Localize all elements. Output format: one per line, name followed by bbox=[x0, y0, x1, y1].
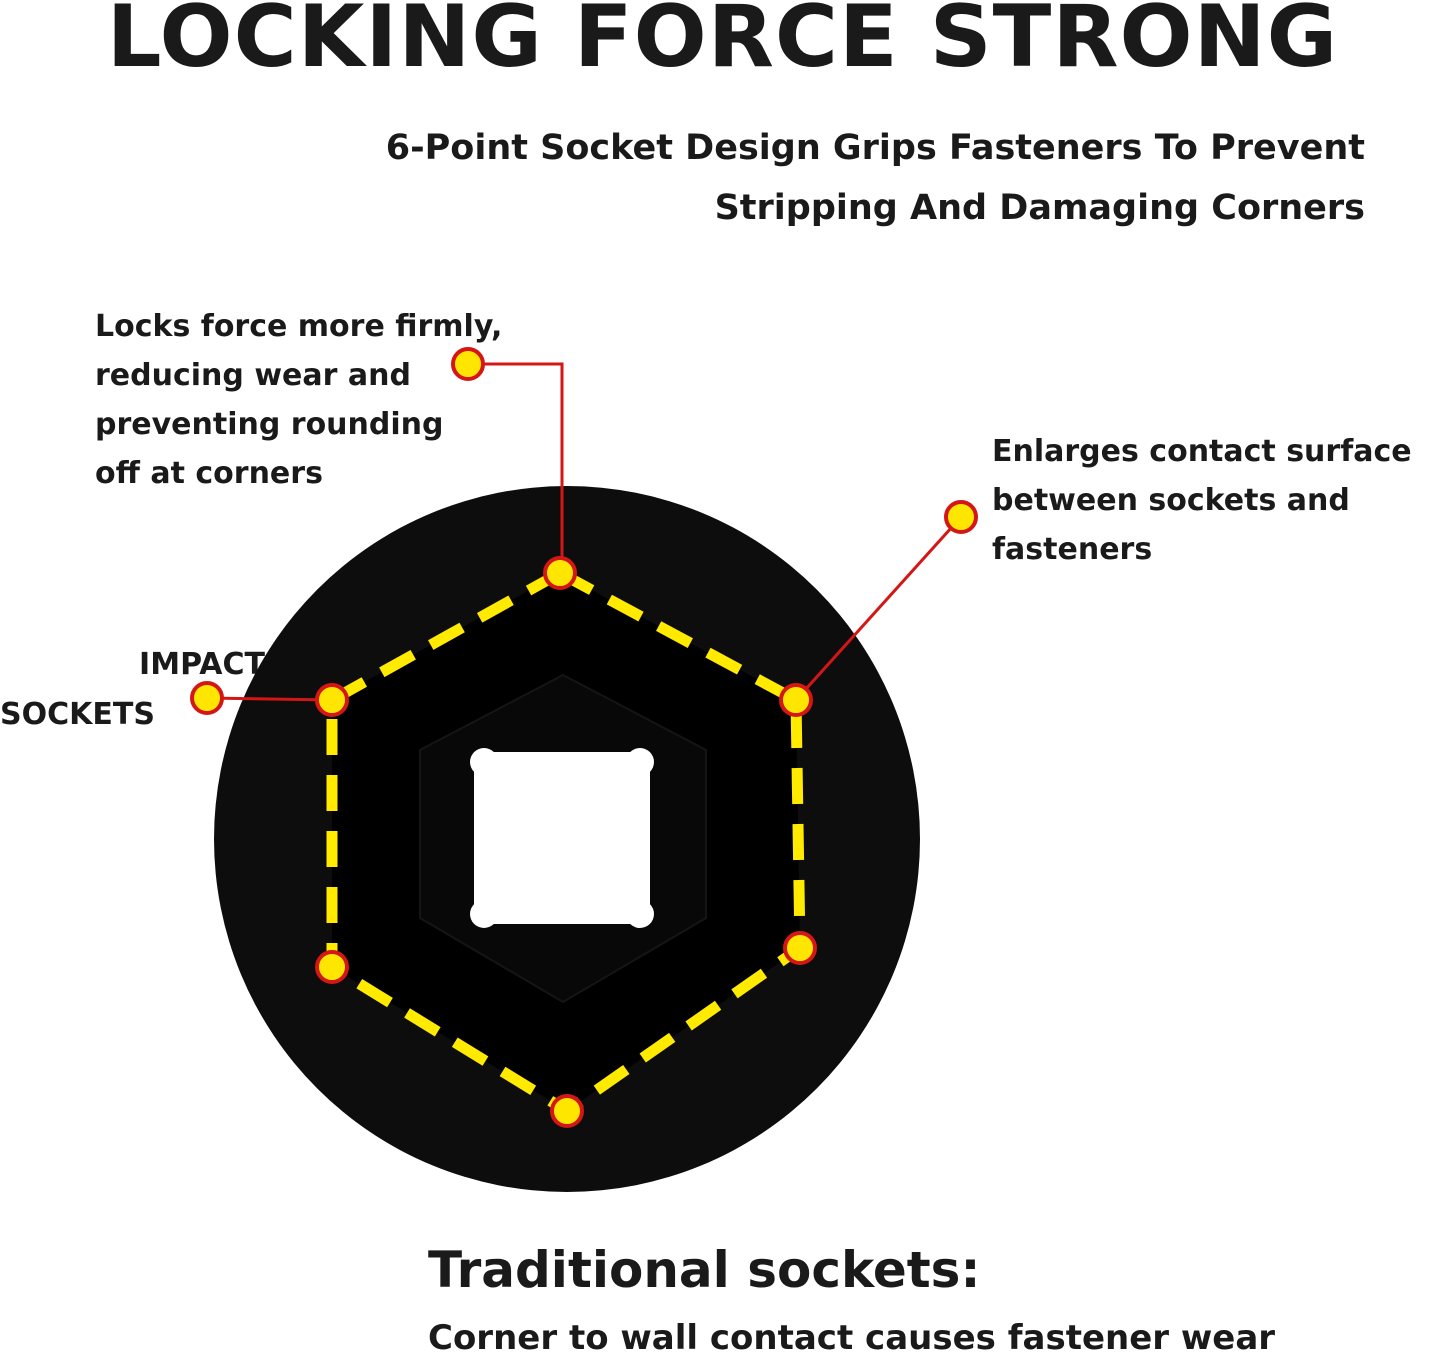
callout-top-line: preventing rounding bbox=[95, 407, 444, 442]
leader-line-top bbox=[468, 362, 564, 573]
marker-dot bbox=[315, 950, 349, 984]
callout-left-line: IMPACT bbox=[139, 647, 265, 682]
leader-line-left bbox=[206, 696, 333, 702]
leader-line-right bbox=[794, 515, 963, 702]
callout-top-line: Locks force more firmly, bbox=[95, 309, 503, 344]
marker-dot bbox=[451, 347, 485, 381]
callout-right-line: between sockets and bbox=[992, 483, 1350, 518]
subtitle-line-2: Stripping And Damaging Corners bbox=[714, 188, 1365, 228]
callout-top-line: reducing wear and bbox=[95, 358, 411, 393]
callout-left: IMPACT SOCKETS bbox=[0, 640, 265, 740]
marker-dot bbox=[779, 683, 813, 717]
page-title: LOCKING FORCE STRONG bbox=[106, 0, 1339, 87]
traditional-sockets-description: Corner to wall contact causes fastener w… bbox=[428, 1318, 1276, 1358]
callout-top: Locks force more firmly, reducing wear a… bbox=[95, 302, 565, 498]
marker-dot bbox=[190, 681, 224, 715]
marker-dot bbox=[550, 1094, 584, 1128]
marker-dot bbox=[315, 683, 349, 717]
callout-right-line: fasteners bbox=[992, 532, 1153, 567]
square-drive bbox=[470, 748, 654, 928]
callout-right: Enlarges contact surface between sockets… bbox=[992, 427, 1442, 574]
callout-right-line: Enlarges contact surface bbox=[992, 434, 1412, 469]
callout-top-line: off at corners bbox=[95, 456, 323, 491]
subtitle: 6-Point Socket Design Grips Fasteners To… bbox=[165, 118, 1365, 238]
traditional-sockets-title: Traditional sockets: bbox=[428, 1241, 981, 1299]
marker-dot bbox=[944, 500, 978, 534]
marker-dot bbox=[543, 556, 577, 590]
callout-left-line: SOCKETS bbox=[0, 697, 155, 732]
marker-dot bbox=[783, 931, 817, 965]
subtitle-line-1: 6-Point Socket Design Grips Fasteners To… bbox=[385, 128, 1365, 168]
